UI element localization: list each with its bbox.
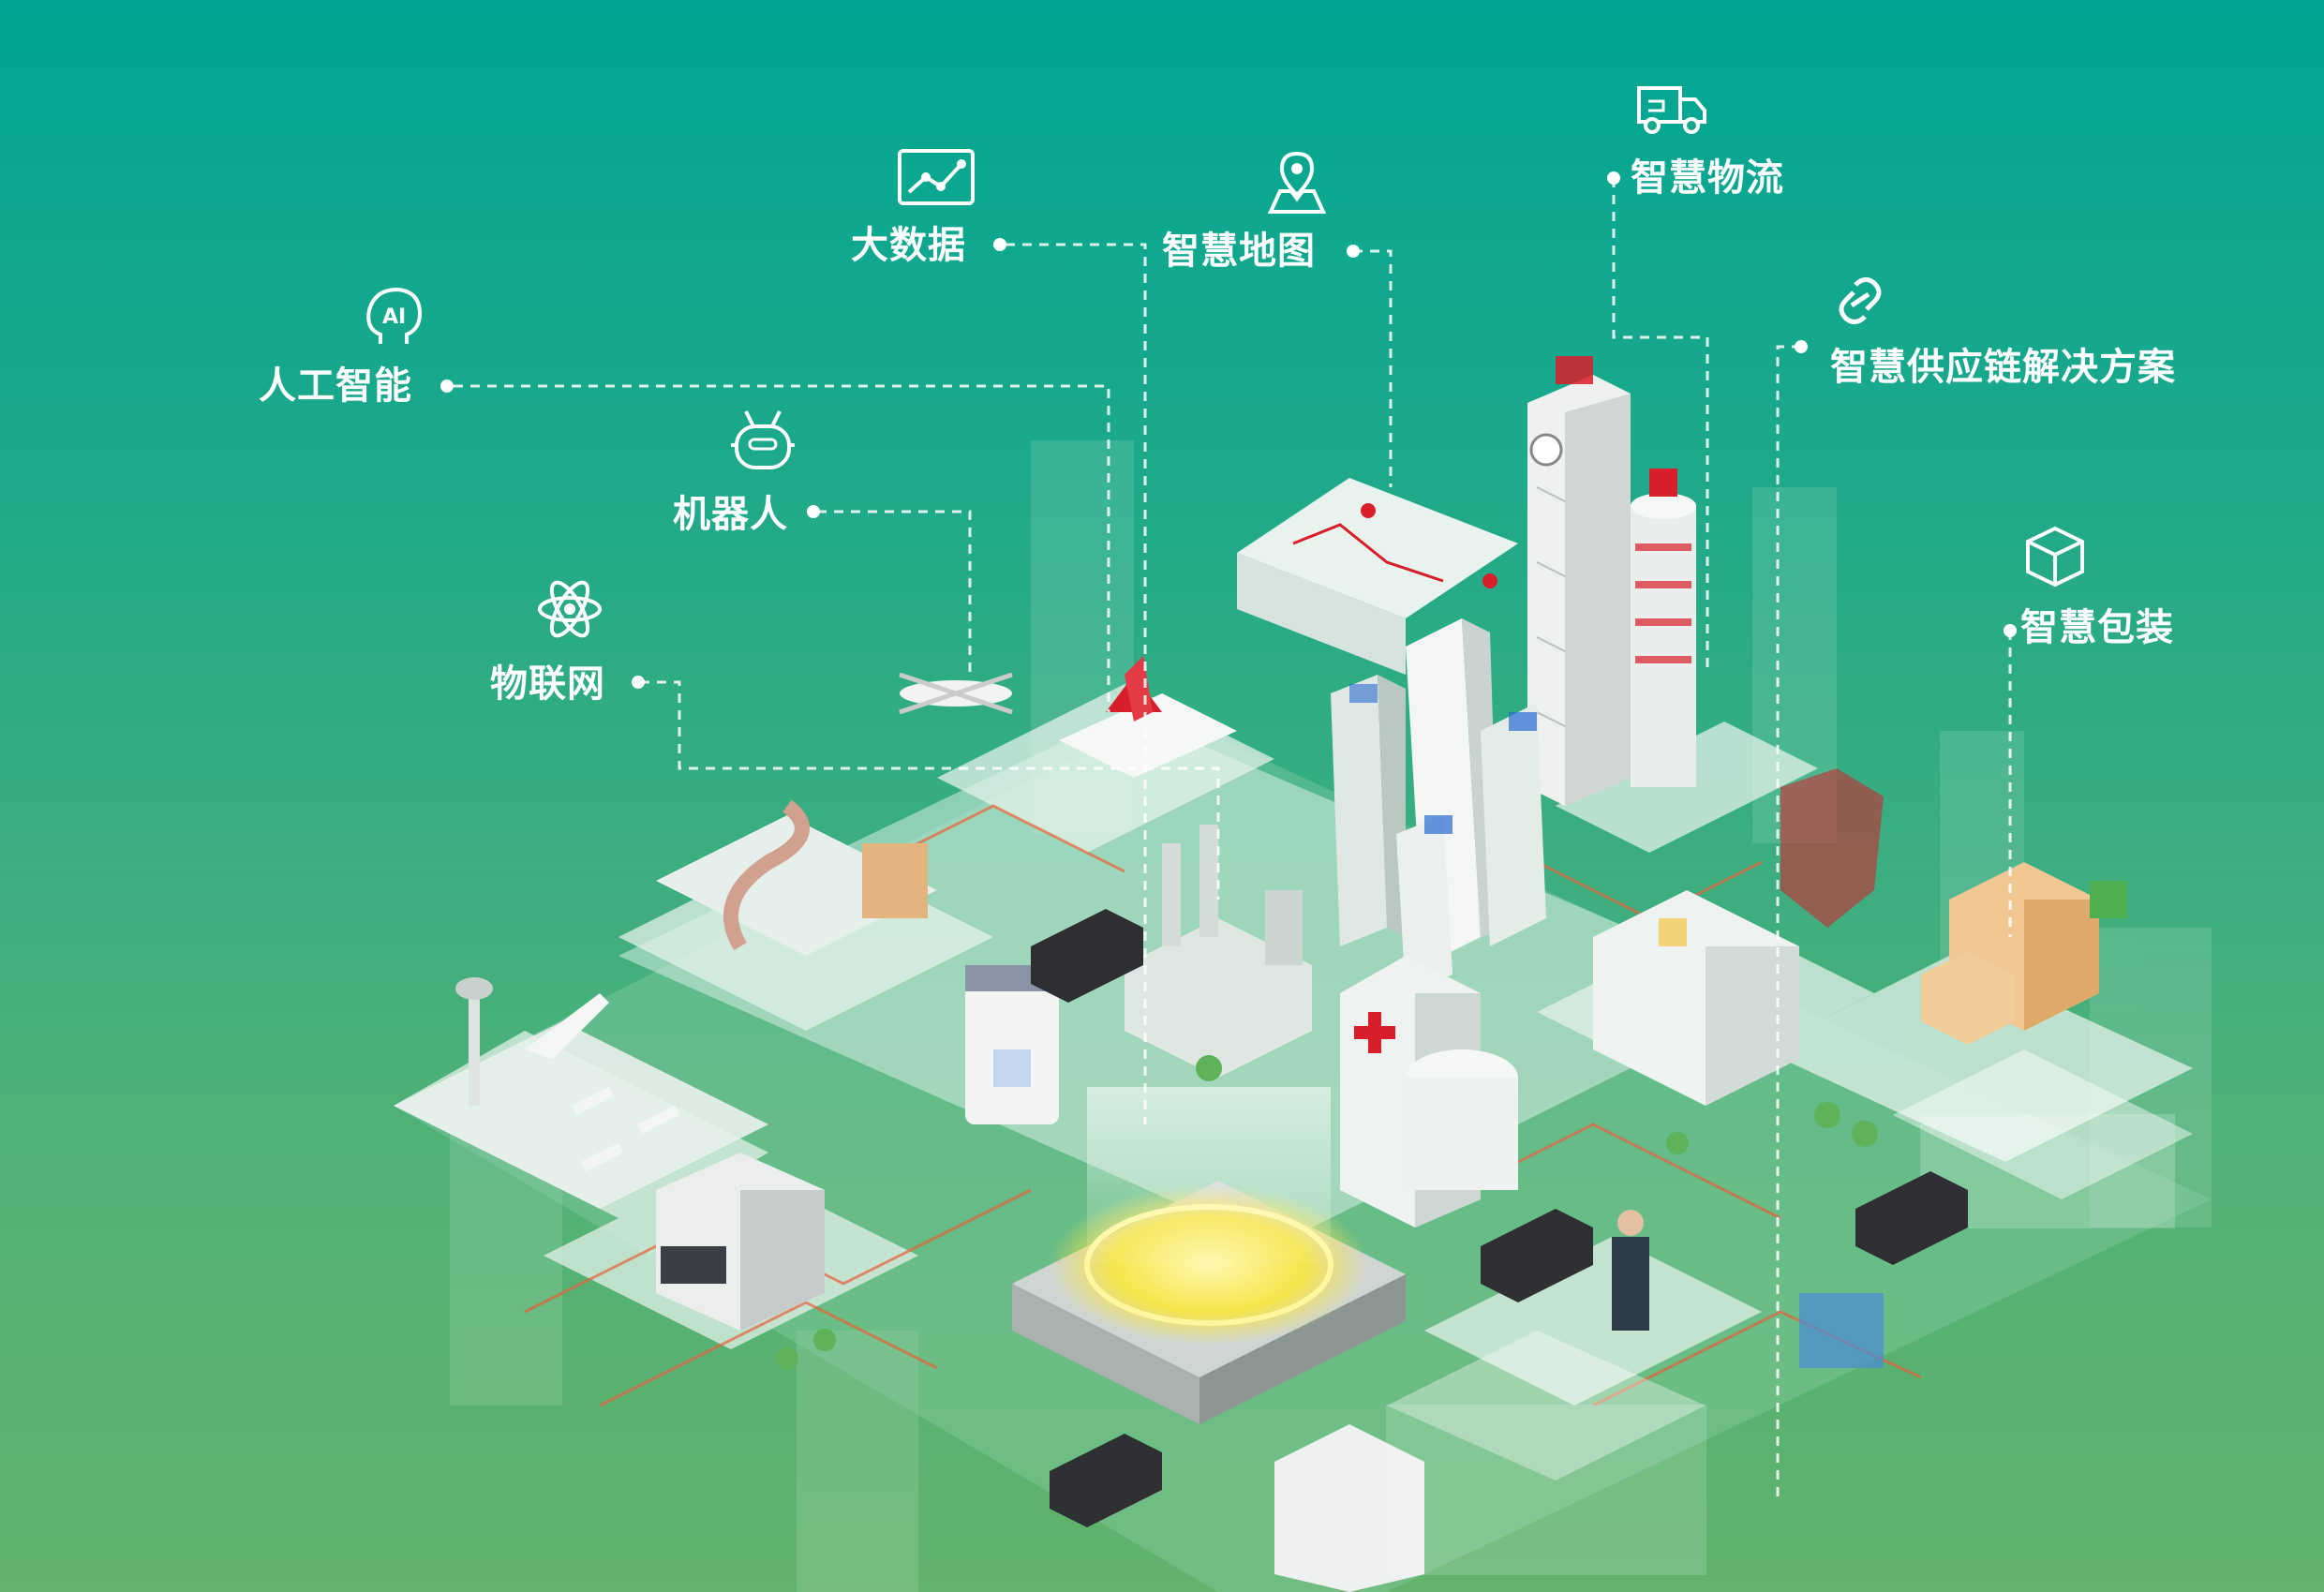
central-hub bbox=[1012, 1087, 1406, 1424]
label-smart-logistics-dot bbox=[1607, 171, 1620, 185]
delivery-trucks bbox=[1031, 909, 1968, 1527]
ai-sculpture bbox=[1059, 656, 1237, 778]
link-icon bbox=[1827, 272, 1893, 330]
box-icon bbox=[2024, 525, 2086, 588]
truck-icon bbox=[1635, 82, 1708, 137]
sf-tower-round bbox=[1631, 469, 1696, 787]
label-smart-map: 智慧地图 bbox=[1162, 230, 1316, 273]
label-supply-chain-dot bbox=[1795, 340, 1808, 353]
robot-icon bbox=[727, 408, 798, 475]
office-building-right bbox=[1593, 890, 1799, 1106]
trees bbox=[776, 1055, 1878, 1370]
label-smart-map-dot bbox=[1347, 245, 1360, 258]
label-robot-dot bbox=[807, 505, 820, 518]
label-ai-dot bbox=[440, 379, 454, 393]
label-iot-dot bbox=[632, 676, 645, 689]
hospital-building bbox=[1340, 956, 1518, 1227]
packaging-boxes bbox=[1921, 862, 2127, 1045]
bottom-storage bbox=[1274, 1331, 1706, 1592]
sf-tower-main bbox=[1527, 356, 1631, 806]
ai-head-icon: AI bbox=[362, 286, 427, 350]
label-supply-chain: 智慧供应链解决方案 bbox=[1830, 346, 2176, 389]
label-smart-packaging: 智慧包装 bbox=[2020, 606, 2174, 649]
drone bbox=[899, 672, 1013, 715]
label-big-data: 大数据 bbox=[851, 224, 966, 267]
smart-warehouse-right bbox=[1893, 1049, 2193, 1228]
label-smart-logistics: 智慧物流 bbox=[1631, 156, 1784, 200]
atom-icon bbox=[534, 576, 605, 642]
label-ai: 人工智能 bbox=[259, 365, 412, 408]
security-shield bbox=[1780, 768, 1884, 928]
qr-kiosk bbox=[1612, 1210, 1884, 1368]
glass-towers bbox=[1331, 618, 1546, 993]
warehouse-left bbox=[656, 799, 937, 956]
map-pin-icon bbox=[1263, 150, 1331, 216]
svg-text:AI: AI bbox=[382, 305, 406, 329]
label-smart-packaging-dot bbox=[2004, 624, 2017, 637]
label-iot: 物联网 bbox=[490, 662, 605, 706]
connector-lines bbox=[454, 178, 2012, 1499]
factory bbox=[1125, 825, 1312, 1078]
ghost-towers bbox=[450, 440, 2212, 1592]
label-big-data-dot bbox=[993, 238, 1006, 251]
chart-icon bbox=[896, 147, 976, 207]
airport bbox=[394, 977, 768, 1209]
3d-map-block bbox=[1237, 478, 1518, 675]
label-robot: 机器人 bbox=[673, 493, 788, 536]
delivery-store bbox=[656, 1153, 825, 1331]
